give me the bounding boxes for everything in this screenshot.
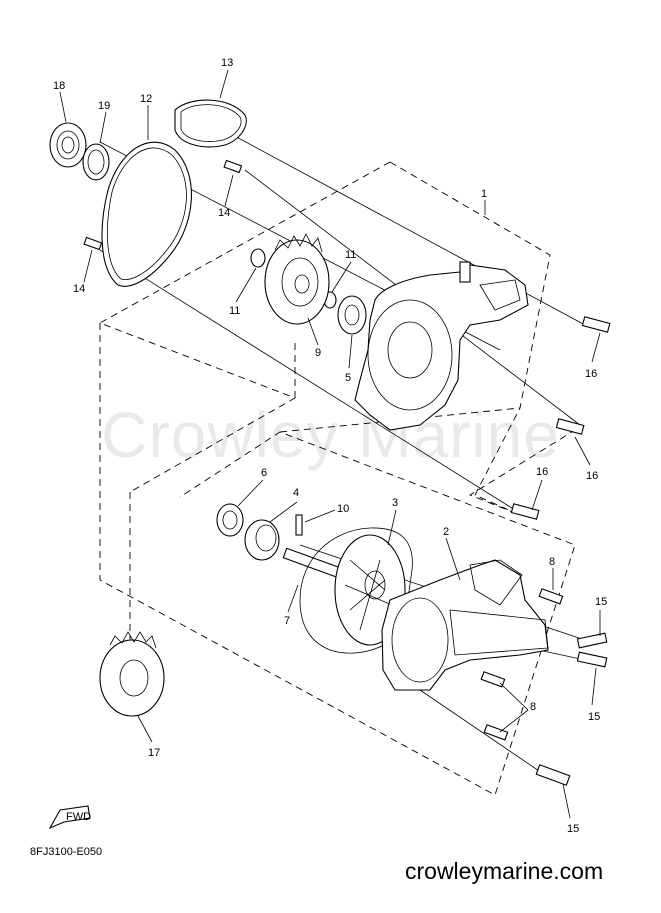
callout-13: 13 — [221, 57, 233, 69]
callout-14-lower: 14 — [73, 283, 85, 295]
callout-16-low: 16 — [536, 466, 548, 478]
bearing-part-18 — [49, 122, 87, 168]
callout-8-lower: 8 — [530, 701, 536, 713]
bolt-part-15-c — [535, 764, 571, 786]
assembly-outline-lower — [99, 323, 576, 796]
clip-part-11-left — [250, 248, 266, 268]
bolt-part-16-top — [581, 316, 611, 333]
seal-part-4 — [244, 519, 280, 561]
callout-15-upper: 15 — [595, 596, 607, 608]
callout-1: 1 — [481, 188, 487, 200]
dowel-pin-part-14-upper — [223, 159, 243, 174]
callout-14-upper: 14 — [218, 207, 230, 219]
callout-4: 4 — [293, 487, 299, 499]
callout-2: 2 — [443, 526, 449, 538]
callout-9: 9 — [315, 347, 321, 359]
drawing-code: 8FJ3100-E050 — [30, 846, 103, 858]
bolt-part-8-mid — [480, 671, 506, 688]
circlip-part-19 — [82, 143, 110, 181]
callout-5: 5 — [345, 372, 351, 384]
bolt-part-15-b — [576, 651, 608, 668]
seal-part-6 — [216, 503, 244, 537]
bolt-part-8-top — [538, 588, 564, 605]
bolt-part-8-low — [483, 724, 509, 741]
callout-16-top: 16 — [585, 368, 597, 380]
leader-lines — [59, 69, 601, 819]
callout-18: 18 — [53, 80, 65, 92]
callout-8-top: 8 — [549, 556, 555, 568]
callout-16-mid: 16 — [586, 470, 598, 482]
callout-labels: 18 19 12 13 1 14 14 11 11 9 5 16 16 16 6… — [53, 57, 607, 835]
dowel-pin-part-14-lower — [83, 236, 103, 251]
callout-15-bottom: 15 — [567, 823, 579, 835]
callout-7: 7 — [284, 615, 290, 627]
bearing-part-5 — [337, 295, 367, 335]
callout-6: 6 — [261, 467, 267, 479]
gasket-loop-part-3 — [299, 527, 413, 654]
callout-3: 3 — [392, 497, 398, 509]
fwd-arrow-label: FWD — [66, 811, 91, 823]
bolt-part-16-mid — [555, 418, 585, 435]
site-name: crowleymarine.com — [405, 858, 604, 884]
callout-15-middle: 15 — [588, 711, 600, 723]
bolt-part-15-a — [576, 632, 608, 649]
callout-11-left: 11 — [229, 305, 240, 317]
callout-11-right: 11 — [345, 249, 356, 261]
cover-housing-part-1 — [354, 261, 529, 431]
callout-17: 17 — [148, 747, 160, 759]
pump-housing-part-2 — [381, 559, 549, 691]
callout-10: 10 — [337, 503, 349, 515]
callout-12: 12 — [140, 93, 152, 105]
gear-part-17 — [99, 631, 165, 717]
fwd-arrow-icon: FWD — [48, 805, 91, 830]
pin-part-10 — [295, 514, 303, 536]
gasket-part-12 — [101, 141, 192, 287]
bolt-part-16-low — [510, 503, 540, 520]
callout-19: 19 — [98, 100, 110, 112]
watermark-text: Crowley Marine — [101, 399, 560, 471]
gear-part-9 — [264, 233, 330, 325]
gasket-part-13 — [174, 99, 247, 148]
